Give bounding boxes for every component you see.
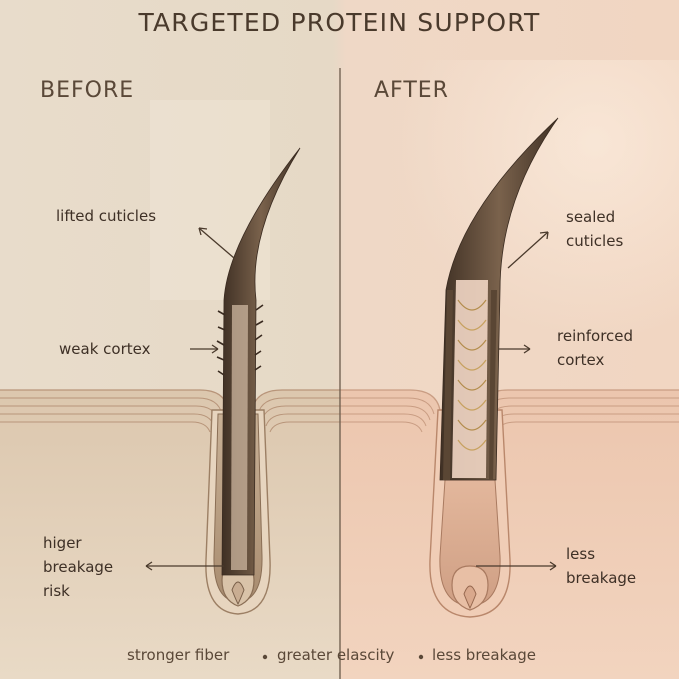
footer-bullet-2 xyxy=(418,654,424,660)
label-line: less xyxy=(566,545,596,563)
footer-less-breakage: less breakage xyxy=(432,646,536,664)
label-line: cortex xyxy=(557,351,605,369)
label-line: sealed xyxy=(566,208,616,226)
panel-label-before: BEFORE xyxy=(40,78,135,103)
label-higer-breakage-risk: higer breakage risk xyxy=(43,531,113,603)
label-line: breakage xyxy=(43,558,114,576)
label-line: higer xyxy=(43,534,82,552)
light-glow xyxy=(340,60,679,390)
arrow-sealed-cuticles xyxy=(507,231,549,269)
arrow-higer-breakage-risk xyxy=(145,561,224,571)
after-hair-shaft xyxy=(439,117,559,481)
label-line: risk xyxy=(43,582,70,600)
arrows xyxy=(145,227,557,571)
before-hair-shaft xyxy=(216,147,301,576)
label-line: reinforced xyxy=(557,327,634,345)
footer-bullet-1 xyxy=(262,654,268,660)
arrow-weak-cortex xyxy=(190,344,219,354)
diagram-title: TARGETED PROTEIN SUPPORT xyxy=(138,8,541,37)
label-weak-cortex: weak cortex xyxy=(59,340,151,358)
footer-stronger-fiber: stronger fiber xyxy=(127,646,230,664)
label-sealed-cuticles: sealed cuticles xyxy=(566,205,623,253)
label-lifted-cuticles: lifted cuticles xyxy=(56,207,157,225)
label-less-breakage: less breakage xyxy=(566,542,636,590)
footer-greater-elascity: greater elascity xyxy=(277,646,395,664)
arrow-reinforced-cortex xyxy=(498,344,531,354)
label-line: cuticles xyxy=(566,232,624,250)
arrow-lifted-cuticles xyxy=(198,227,235,259)
panel-label-after: AFTER xyxy=(374,78,449,103)
label-line: breakage xyxy=(566,569,637,587)
label-reinforced-cortex: reinforced cortex xyxy=(557,324,633,372)
skin-layer-right xyxy=(340,389,679,679)
arrow-less-breakage xyxy=(476,561,557,571)
